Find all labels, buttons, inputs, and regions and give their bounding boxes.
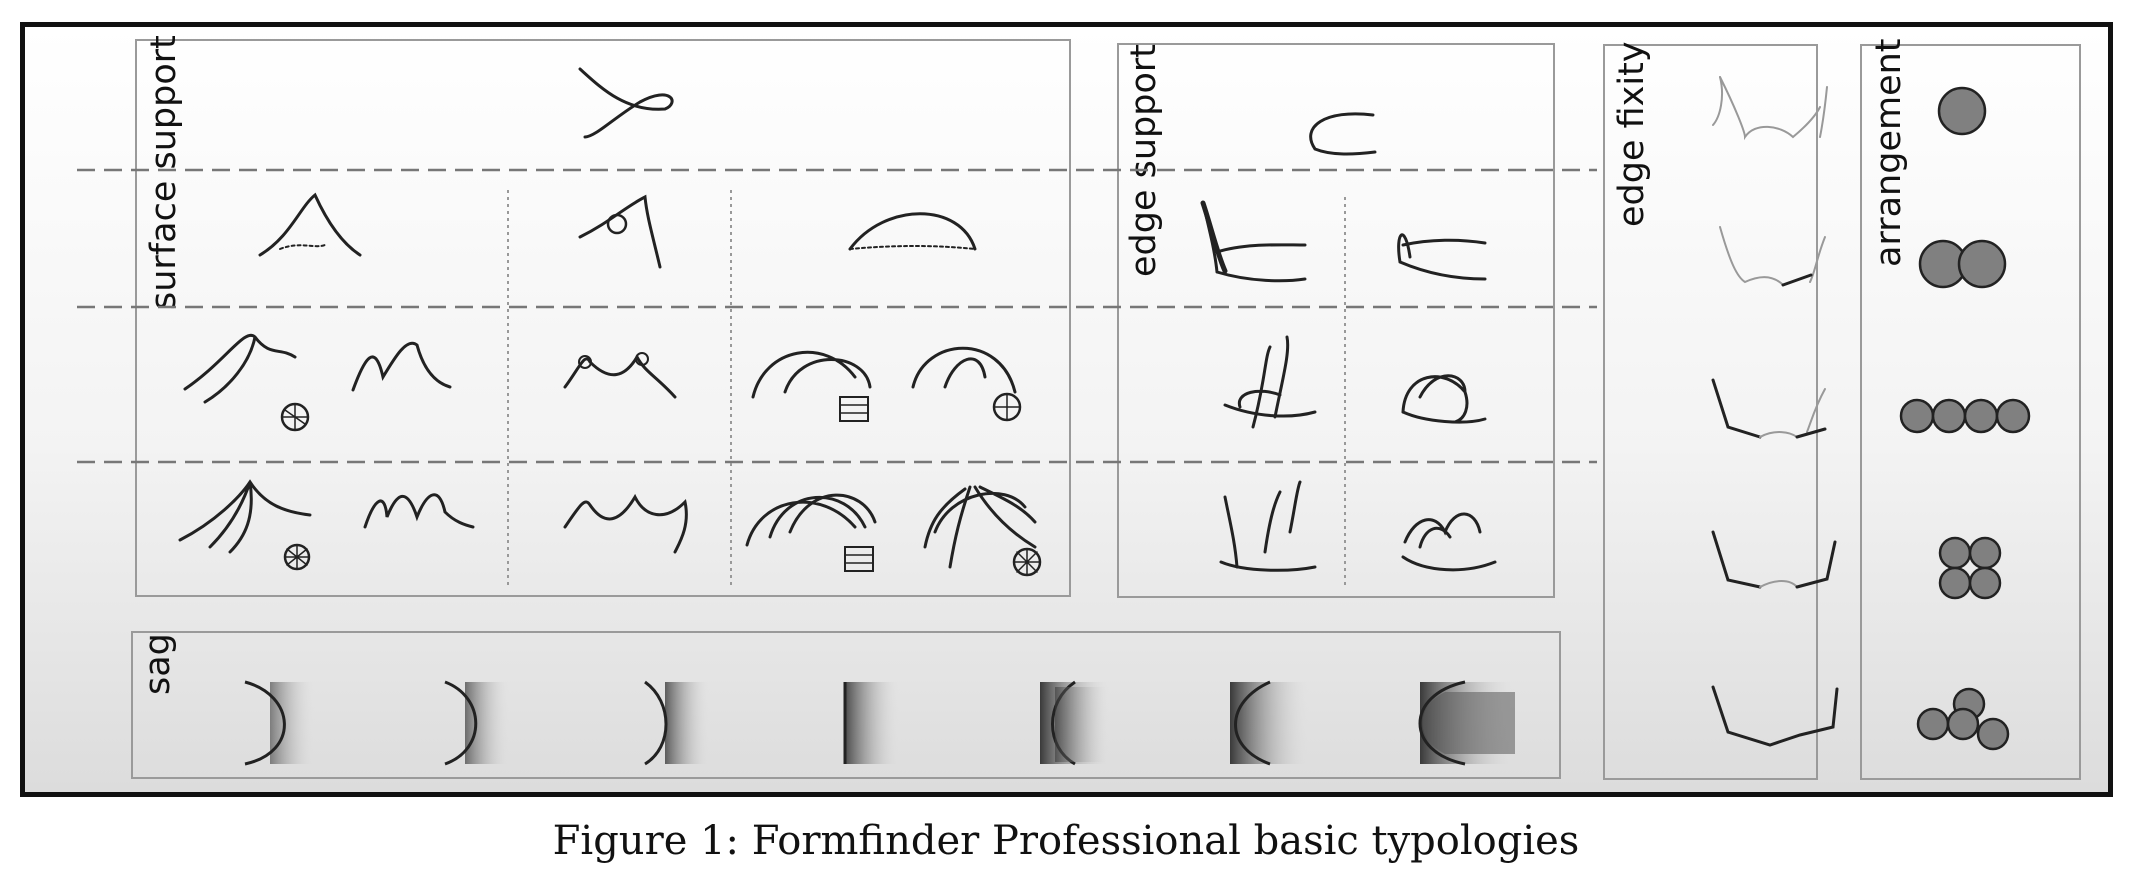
sag-label: sag (138, 633, 178, 695)
arrangement-label: arrangement (1869, 38, 1909, 267)
surface-support-label: surface support (144, 35, 184, 310)
figure-caption: Figure 1: Formfinder Professional basic … (552, 818, 1580, 864)
sag-panel (131, 631, 1561, 779)
edge-support-label: edge support (1124, 43, 1164, 277)
edge-fixity-label: edge fixity (1612, 41, 1652, 227)
arrangement-panel (1860, 44, 2081, 780)
edge-support-panel (1117, 43, 1555, 598)
surface-support-panel (135, 39, 1071, 597)
typology-figure: surface support edge support edge fixity… (20, 22, 2113, 797)
